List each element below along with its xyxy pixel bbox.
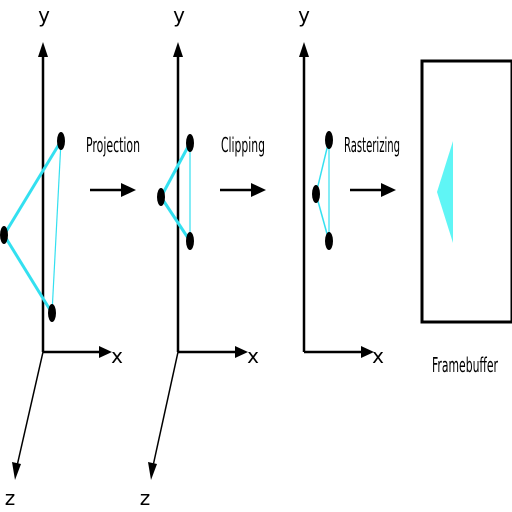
stage-arrowhead-3: [381, 183, 396, 197]
y-axis-label-3: y: [298, 3, 310, 27]
x-arrowhead-2: [235, 346, 248, 358]
stage-arrowhead-2: [251, 183, 266, 197]
triangle-edge-1b: [2, 234, 54, 314]
z-arrowhead-1: [12, 462, 21, 480]
z-axis-label-1: z: [5, 486, 16, 510]
triangle-edge-2a: [159, 142, 192, 198]
vertex-2c: [186, 232, 194, 250]
vertex-3c: [325, 232, 333, 250]
y-arrowhead-2: [173, 42, 183, 57]
y-axis-label-1: y: [38, 3, 50, 27]
framebuffer: Framebuffer: [420, 59, 512, 377]
stage-label-projection: Projection: [86, 133, 140, 157]
x-axis-label-1: x: [111, 344, 123, 368]
x-axis-label-3: x: [372, 344, 384, 368]
panel-projected: y x z: [140, 3, 259, 510]
x-arrowhead-1: [99, 346, 112, 358]
stage-label-rasterizing: Rasterizing: [344, 133, 400, 157]
panel-3d-object: y x z: [0, 3, 123, 510]
vertex-2b: [157, 188, 165, 206]
y-arrowhead-1: [38, 42, 48, 57]
vertex-2a: [186, 134, 194, 152]
vertex-1a: [57, 132, 65, 150]
triangle-edge-1c: [51, 140, 62, 314]
stage-clipping: Clipping: [220, 133, 266, 197]
triangle-edge-3b: [315, 193, 330, 242]
vertex-3a: [325, 131, 333, 149]
z-axis-1: [16, 351, 44, 467]
triangle-edge-1a: [2, 140, 63, 236]
panel-clipped: y x: [298, 3, 384, 368]
triangle-edge-2b: [159, 196, 192, 242]
vertex-1b: [0, 226, 8, 244]
framebuffer-label: Framebuffer: [432, 353, 498, 377]
vertex-3b: [312, 185, 320, 203]
y-arrowhead-3: [299, 42, 309, 57]
x-axis-label-2: x: [247, 344, 259, 368]
stage-arrowhead-1: [121, 183, 136, 197]
framebuffer-frame: [420, 59, 512, 324]
stage-rasterizing: Rasterizing: [344, 133, 400, 197]
stage-label-clipping: Clipping: [221, 133, 265, 157]
stage-projection: Projection: [86, 133, 140, 197]
z-axis-label-2: z: [140, 486, 151, 510]
x-arrowhead-3: [361, 346, 374, 358]
vertex-1c: [48, 304, 56, 322]
rasterized-triangle: [437, 141, 453, 243]
triangle-edge-3a: [315, 139, 330, 195]
y-axis-label-2: y: [173, 3, 185, 27]
z-axis-2: [152, 351, 179, 467]
z-arrowhead-2: [148, 462, 157, 480]
